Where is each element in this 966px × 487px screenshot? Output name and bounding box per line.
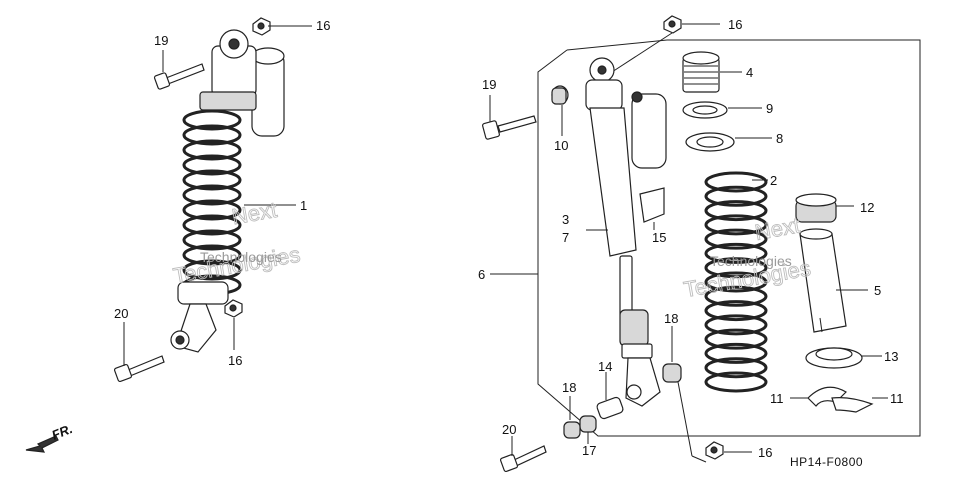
spring-coil [704, 371, 768, 393]
callout-18-left: 18 [562, 380, 576, 395]
bolt-20-left [113, 355, 165, 383]
dust-cover-5 [799, 228, 847, 333]
callout-14: 14 [598, 359, 612, 374]
callout-16-left-bottom: 16 [228, 353, 242, 368]
watermark-right-small: Technologies [710, 253, 792, 269]
nut-16-right-top [663, 15, 682, 34]
spring-coil [704, 171, 768, 193]
adjuster-4 [682, 51, 720, 93]
collar-17 [579, 415, 597, 433]
callout-3: 3 [562, 212, 569, 227]
bump-stop-12 [795, 193, 837, 223]
callout-20-right: 20 [502, 422, 516, 437]
spring-coil [182, 199, 242, 221]
callout-5: 5 [874, 283, 881, 298]
callout-19-left: 19 [154, 33, 168, 48]
shock-assembly [170, 29, 285, 353]
protector-15 [639, 187, 665, 223]
callout-9: 9 [766, 101, 773, 116]
spring-coil [182, 244, 242, 266]
callout-6: 6 [478, 267, 485, 282]
callout-19-right: 19 [482, 77, 496, 92]
damper-body [585, 57, 667, 407]
callout-16-right-top: 16 [728, 17, 742, 32]
spring-coil [182, 139, 242, 161]
spring-coil [704, 242, 768, 264]
diagram-code: HP14-F0800 [790, 455, 863, 469]
spring-coil [704, 285, 768, 307]
bolt-20-right [499, 445, 547, 473]
callout-2: 2 [770, 173, 777, 188]
stopper-ring-11-right [831, 397, 874, 413]
nut-16-left-bottom [224, 299, 243, 318]
collar-18-right [662, 363, 682, 383]
locknut-9 [682, 101, 728, 119]
spring-coil [704, 257, 768, 279]
spring-coil [182, 169, 242, 191]
watermark-left-small: Technologies [200, 249, 282, 265]
callout-4: 4 [746, 65, 753, 80]
callout-15: 15 [652, 230, 666, 245]
spring-coil [704, 228, 768, 250]
spring-2 [704, 171, 768, 393]
callout-20-left: 20 [114, 306, 128, 321]
nut-16-left-top [252, 17, 271, 36]
callout-8: 8 [776, 131, 783, 146]
spring-coil [182, 124, 242, 146]
spring-coil [704, 271, 768, 293]
callout-11-right: 11 [890, 391, 904, 406]
bolt-19-left [153, 63, 205, 90]
spring-coil [704, 357, 768, 379]
collar-18-left [563, 421, 581, 439]
spring-coil [182, 259, 242, 281]
locknut-8 [685, 132, 735, 152]
bolt-19-right [482, 115, 537, 140]
spring-coil [182, 184, 242, 206]
spring-coil [704, 314, 768, 336]
spring-seat-13 [805, 347, 863, 369]
spring-coil [704, 200, 768, 222]
spring-coil [704, 214, 768, 236]
spring-coil [182, 154, 242, 176]
spring-coil [182, 109, 242, 131]
spring-coil [182, 229, 242, 251]
front-arrow-icon [25, 435, 59, 453]
callout-11-left: 11 [770, 391, 784, 406]
callout-13: 13 [884, 349, 898, 364]
callout-10: 10 [554, 138, 568, 153]
spring-coil [182, 214, 242, 236]
spring-coil [704, 185, 768, 207]
watermark-left-line1: Next [230, 197, 279, 229]
spring-coil [704, 300, 768, 322]
collar-14 [596, 396, 624, 420]
callout-16-left-top: 16 [316, 18, 330, 33]
collar-10 [551, 85, 569, 105]
direction-label: FR. [50, 421, 75, 443]
callout-17: 17 [582, 443, 596, 458]
callout-16-right-bottom: 16 [758, 445, 772, 460]
callout-7: 7 [562, 230, 569, 245]
callout-1: 1 [300, 198, 307, 213]
callout-18-right: 18 [664, 311, 678, 326]
spring-coil [704, 328, 768, 350]
spring-coil [704, 342, 768, 364]
nut-16-right-bottom [705, 441, 724, 460]
callout-12: 12 [860, 200, 874, 215]
